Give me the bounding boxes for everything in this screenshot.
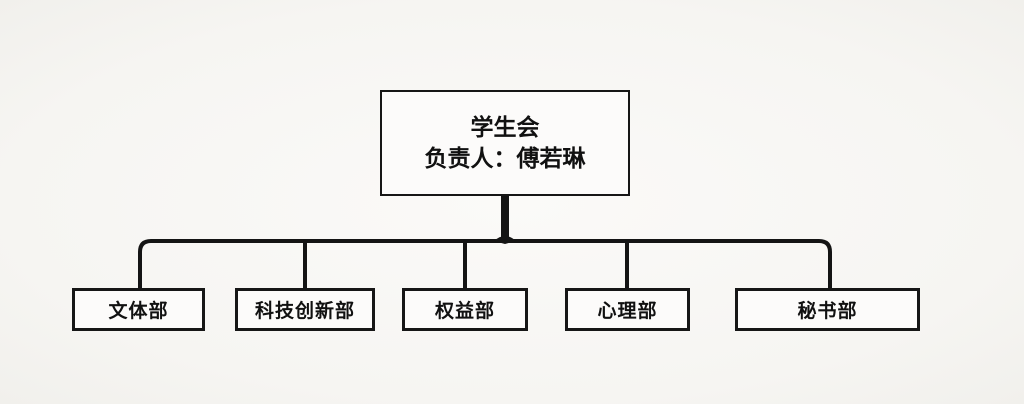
stem-junction: [494, 236, 516, 244]
org-node-label: 权益部: [434, 301, 495, 322]
org-node-xinli: 心理部: [565, 288, 690, 331]
org-node-quanyi: 权益部: [402, 288, 528, 331]
org-node-label: 文体部: [108, 301, 169, 322]
org-node-wenti: 文体部: [72, 288, 205, 331]
org-node-mishu: 秘书部: [735, 288, 920, 331]
rail-line: [138, 239, 832, 289]
root-subtitle: 负责人：傅若琳: [424, 145, 586, 171]
org-node-label: 心理部: [597, 301, 658, 322]
org-node-keji: 科技创新部: [235, 288, 375, 331]
org-node-root: 学生会 负责人：傅若琳: [380, 90, 630, 196]
org-node-label: 秘书部: [797, 301, 858, 322]
org-node-label: 科技创新部: [254, 301, 355, 322]
root-title: 学生会: [470, 113, 540, 140]
